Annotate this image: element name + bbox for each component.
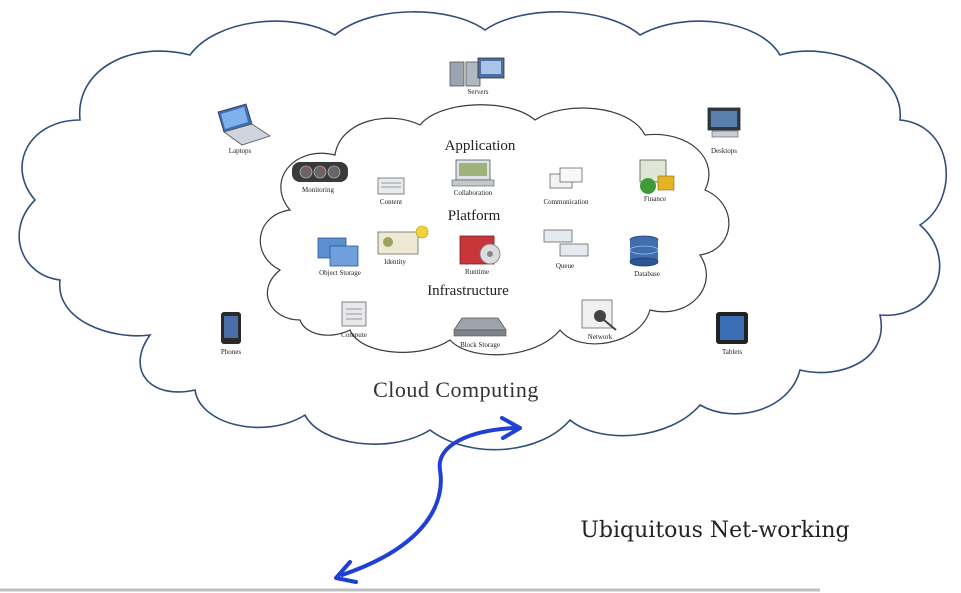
communication-icon: [549, 167, 583, 189]
identity-icon: [377, 225, 429, 255]
object-storage-label: Object Storage: [319, 269, 361, 277]
runtime-label: Runtime: [464, 268, 490, 276]
platform-heading: Platform: [447, 208, 501, 224]
monitoring-label: Monitoring: [302, 186, 334, 194]
phones-label: Phones: [220, 348, 242, 356]
queue-icon: [543, 229, 589, 257]
object-storage-icon: [317, 237, 359, 267]
desktops-label: Desktops: [710, 147, 738, 155]
block-storage-label: Block Storage: [460, 341, 500, 349]
network-icon: [581, 299, 617, 331]
compute-icon: [341, 301, 367, 327]
servers-label: Servers: [467, 88, 489, 96]
tablets-icon: [716, 312, 748, 344]
servers-icon: [449, 57, 505, 87]
collaboration-icon: [451, 159, 495, 187]
queue-label: Queue: [555, 262, 575, 270]
collaboration-label: Collaboration: [453, 189, 493, 197]
desktops-icon: [707, 107, 741, 138]
finance-icon: [639, 159, 675, 194]
content-label: Content: [379, 198, 403, 206]
network-arrow: [340, 426, 517, 577]
tablets-label: Tablets: [721, 348, 743, 356]
database-icon: [629, 235, 659, 267]
cloud-computing-title: Cloud Computing: [373, 377, 539, 402]
block-storage-icon: [453, 317, 507, 337]
finance-label: Finance: [643, 195, 667, 203]
application-heading: Application: [444, 138, 516, 154]
laptops-label: Laptops: [228, 147, 252, 155]
inner-cloud-outline: [259, 104, 730, 356]
communication-label: Communication: [543, 198, 589, 206]
runtime-icon: [459, 235, 501, 265]
identity-label: Identity: [384, 258, 406, 266]
monitoring-icon: [292, 162, 348, 182]
database-label: Database: [634, 270, 660, 278]
infrastructure-heading: Infrastructure: [427, 283, 509, 299]
phones-icon: [221, 312, 241, 344]
compute-label: Compute: [341, 331, 367, 339]
laptops-icon: [217, 103, 271, 146]
network-label: Network: [587, 333, 613, 341]
network-arrow-head-top: [500, 416, 522, 440]
content-icon: [377, 177, 405, 195]
ubiquitous-networking-label: Ubiquitous Net-working: [580, 518, 850, 543]
network-arrow-head-bottom: [334, 560, 358, 584]
